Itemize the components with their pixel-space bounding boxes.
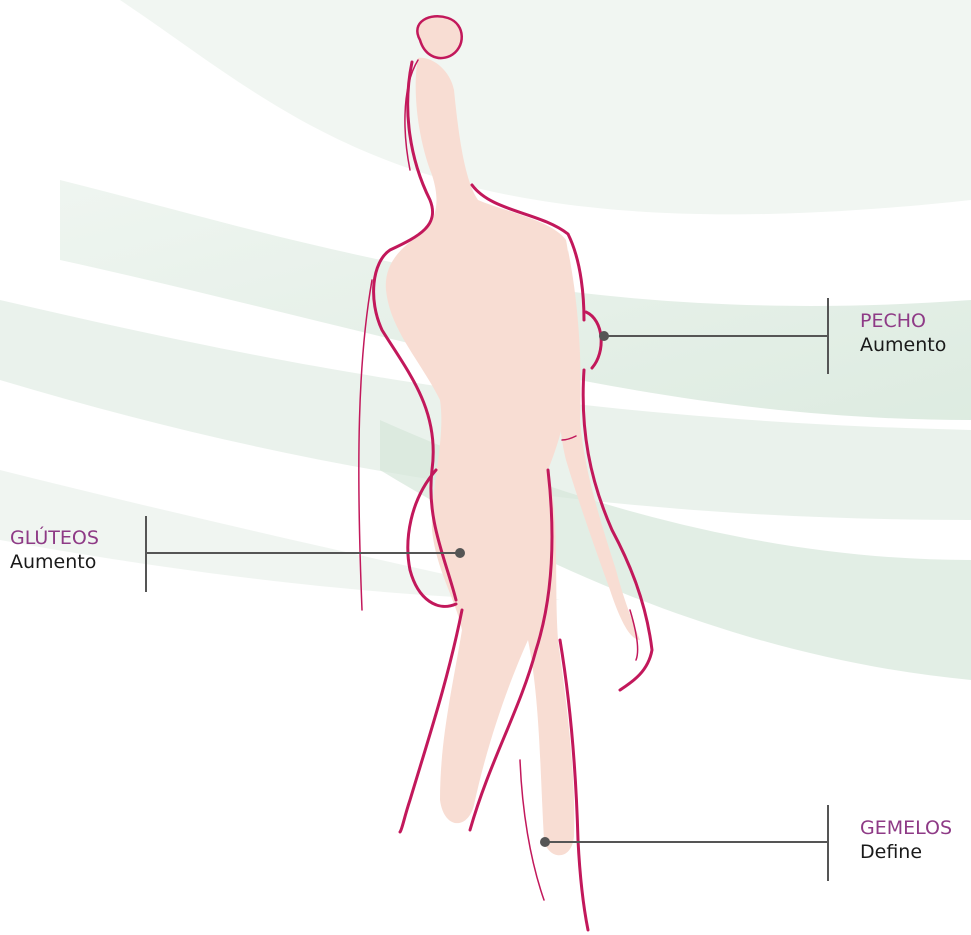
- pecho-title: PECHO: [860, 310, 946, 334]
- pecho-label: PECHO Aumento: [860, 310, 946, 358]
- gluteos-marker-dot: [455, 548, 465, 558]
- body-silhouette: [386, 58, 574, 855]
- gemelos-title: GEMELOS: [860, 817, 952, 841]
- gemelos-label: GEMELOS Define: [860, 817, 952, 865]
- gluteos-title: GLÚTEOS: [10, 527, 99, 551]
- pecho-bracket: [827, 298, 829, 374]
- pecho-leader-line: [604, 335, 828, 337]
- hair-bun: [417, 16, 461, 58]
- gluteos-subtitle: Aumento: [10, 551, 99, 575]
- gemelos-bracket: [827, 805, 829, 881]
- pecho-subtitle: Aumento: [860, 334, 946, 358]
- gluteos-leader-line: [146, 552, 460, 554]
- gemelos-leader-line: [545, 841, 828, 843]
- lower-leg-line: [520, 760, 544, 900]
- breast-outline: [586, 312, 601, 368]
- gemelos-subtitle: Define: [860, 841, 952, 865]
- gluteos-bracket: [145, 516, 147, 592]
- left-arm-line: [359, 280, 372, 610]
- arm-silhouette: [558, 250, 640, 640]
- gluteos-label: GLÚTEOS Aumento: [10, 527, 99, 575]
